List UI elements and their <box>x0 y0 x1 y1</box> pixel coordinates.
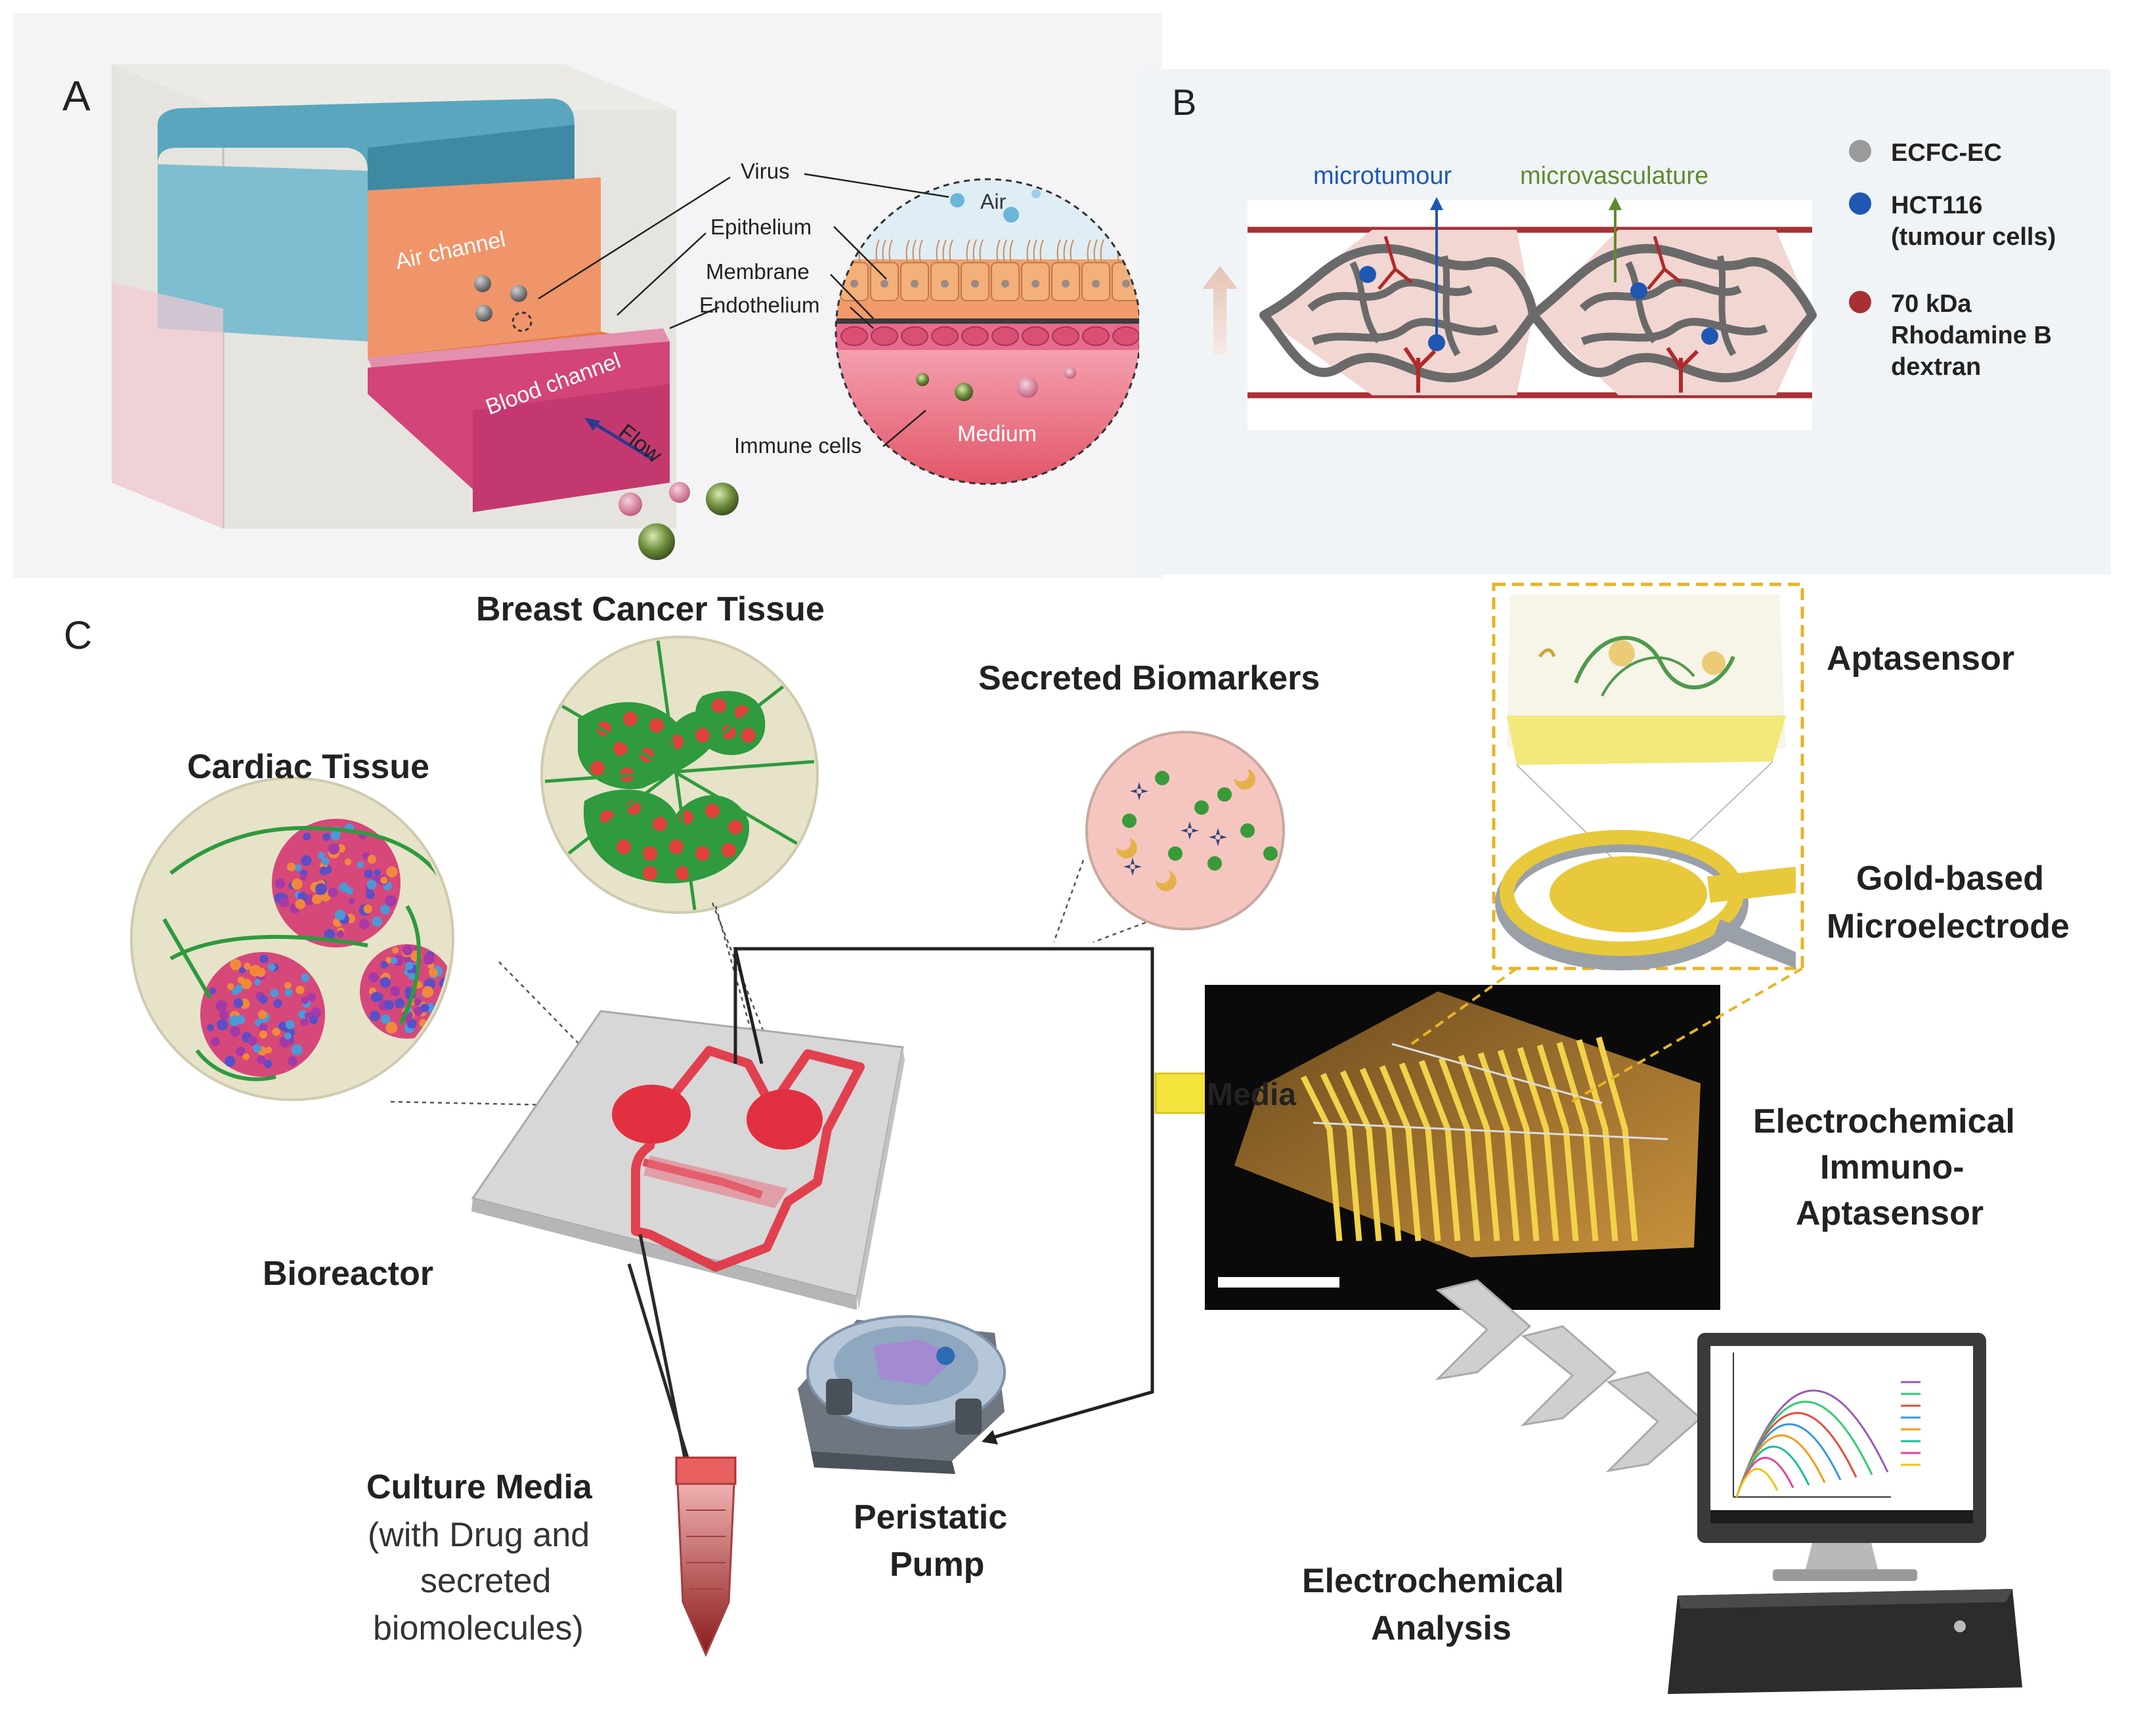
microchamber-right <box>1529 230 1817 395</box>
organ-chip-device <box>112 64 739 560</box>
microvasculature-label: microvasculature <box>1520 162 1708 190</box>
analysis-chevrons <box>1435 1279 1703 1473</box>
bioreactor-label: Bioreactor <box>263 1255 433 1293</box>
panel-c-letter: C <box>64 613 92 657</box>
panel-b-letter: B <box>1172 81 1196 123</box>
epithelium-label: Epithelium <box>710 215 812 239</box>
legend-swatch <box>1849 291 1871 313</box>
aptasensor-zoom <box>1492 582 1804 970</box>
legend-swatch <box>1849 192 1871 215</box>
flow-up-arrow <box>1202 266 1238 355</box>
breast-cancer-tissue-circle <box>540 636 819 914</box>
air-label: Air <box>980 190 1006 213</box>
breast-cancer-title: Breast Cancer Tissue <box>476 590 825 628</box>
secreted-biomarkers-title: Secreted Biomarkers <box>978 659 1320 697</box>
tubing-loop <box>733 947 1154 1440</box>
panel-b-legend: ECFC-EC HCT116 (tumour cells) 70 kDaRhodami… <box>1849 139 2056 381</box>
legend-label: (tumour cells) <box>1891 223 2056 251</box>
culture-line3: biomolecules) <box>373 1609 584 1647</box>
electrochem-label-line2: Immuno- <box>1820 1148 1964 1186</box>
legend-label: ECFC-EC <box>1891 139 2002 167</box>
gold-label-line2: Microelectrode <box>1827 907 2070 945</box>
sensor-chip-photo <box>1205 985 1720 1310</box>
electrochem-label-line3: Aptasensor <box>1796 1194 1984 1232</box>
microchamber-left <box>1259 230 1538 395</box>
microtumour-label: microtumour <box>1313 162 1452 190</box>
virus-label: Virus <box>741 159 790 183</box>
cardiac-tissue-title: Cardiac Tissue <box>187 748 429 786</box>
immune-cells-label: Immune cells <box>734 433 861 458</box>
magnified-view <box>835 178 1142 485</box>
membrane-label: Membrane <box>706 259 810 284</box>
medium-label: Medium <box>957 422 1037 446</box>
legend-label: HCT116 <box>1891 192 1982 219</box>
culture-tube-icon <box>627 1263 737 1657</box>
panel-a-letter: A <box>62 72 91 119</box>
electrochem-label-line1: Electrochemical <box>1753 1102 2015 1140</box>
computer-icon <box>1668 1333 2022 1694</box>
legend-label: Rhodamine B <box>1891 322 2052 349</box>
culture-line2: secreted <box>420 1562 551 1600</box>
legend-swatch <box>1849 140 1871 162</box>
peristaltic-pump-icon <box>798 1315 1006 1474</box>
secreted-biomarkers-circle <box>1085 731 1285 930</box>
gold-label-line1: Gold-based <box>1856 859 2044 898</box>
panel-c: C Breast Cancer Tissue Cardi <box>64 578 2114 1720</box>
cardiac-tissue-circle <box>130 777 454 1101</box>
pump-label-line2: Pump <box>890 1546 984 1584</box>
endothelium-label: Endothelium <box>699 293 819 317</box>
panel-b: B <box>1139 69 2111 575</box>
panel-a-leaders <box>538 173 949 447</box>
analysis-label-line2: Analysis <box>1371 1609 1511 1647</box>
legend-label: dextran <box>1891 353 1981 381</box>
aptasensor-title: Aptasensor <box>1827 640 2014 678</box>
analysis-label-line1: Electrochemical <box>1302 1562 1564 1600</box>
culture-line1: (with Drug and <box>368 1516 590 1554</box>
media-label: Media <box>1207 1077 1296 1112</box>
pump-label-line1: Peristatic <box>854 1498 1007 1536</box>
culture-media-title: Culture Media <box>366 1468 593 1506</box>
tissue-leaders <box>390 859 1146 1119</box>
bioreactor-chip <box>471 1010 905 1465</box>
legend-label: 70 kDa <box>1891 290 1972 318</box>
